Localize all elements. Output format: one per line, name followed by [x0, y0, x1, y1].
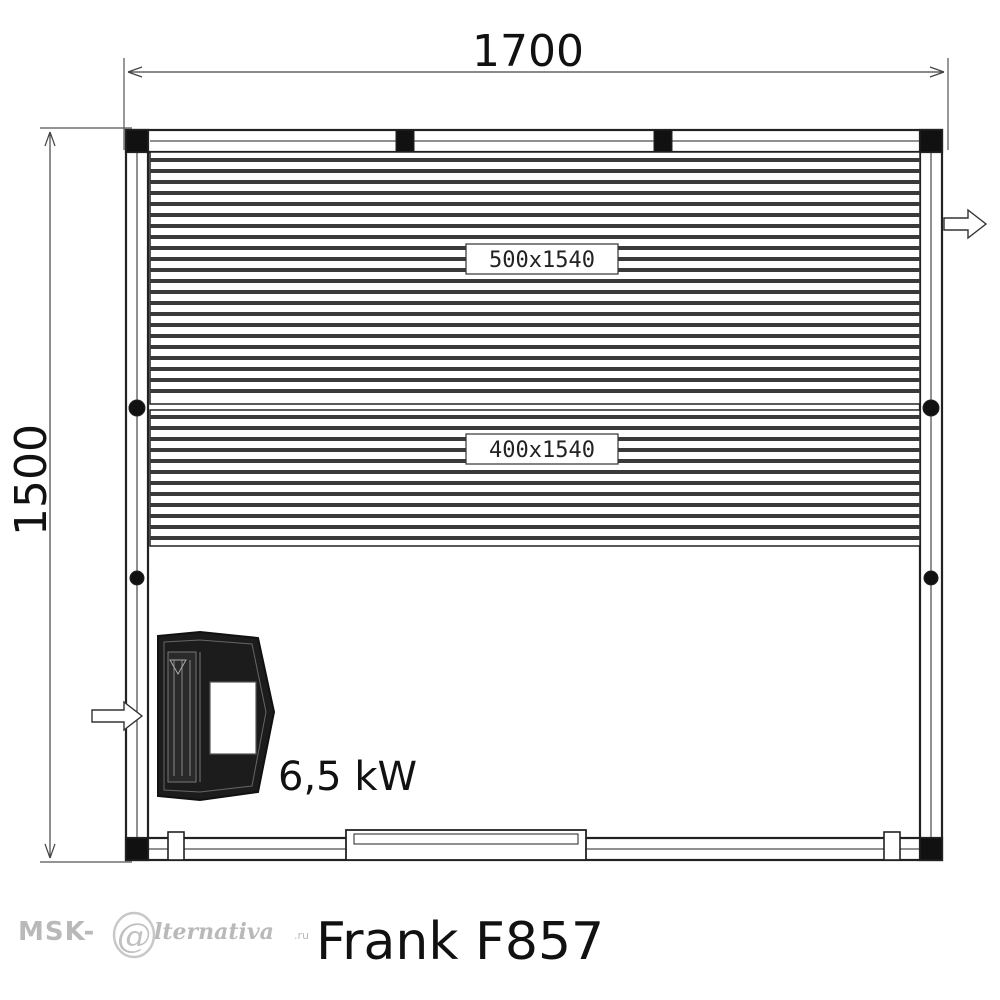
at-sign-icon: @	[112, 911, 156, 959]
height-label: 1500	[6, 424, 57, 536]
bench-slat	[150, 536, 920, 540]
model-title: Frank F857	[316, 912, 605, 972]
bench-slat	[150, 378, 920, 382]
lower-bench: 400x1540	[149, 409, 921, 547]
bench-slat	[150, 180, 920, 184]
bench-slat	[150, 470, 920, 474]
bench-slat	[150, 323, 920, 327]
bench-slat	[150, 202, 920, 206]
bench-slat	[150, 356, 920, 360]
upper-bench: 500x1540	[149, 151, 921, 405]
bench-slat	[150, 492, 920, 496]
bench-slat	[150, 279, 920, 283]
upper-bench-label: 500x1540	[489, 248, 595, 273]
bench-slat	[150, 224, 920, 228]
watermark-prefix: MSK-	[18, 917, 96, 947]
bench-slat	[150, 235, 920, 239]
bench-slat	[150, 191, 920, 195]
sauna-walls	[124, 128, 944, 862]
watermark-suffix: lternativa	[154, 919, 274, 945]
ventilation-outlet-arrow	[943, 208, 988, 240]
bench-slat	[150, 481, 920, 485]
width-dimension: 1700	[123, 26, 949, 150]
sauna-heater	[157, 630, 276, 802]
bench-slat	[150, 290, 920, 294]
bench-slat	[150, 503, 920, 507]
watermark-logo: MSK- @ lternativa .ru	[18, 905, 338, 965]
bench-slat	[150, 389, 920, 393]
bench-slat	[150, 525, 920, 529]
bench-slat	[150, 334, 920, 338]
bench-slat	[150, 426, 920, 430]
height-dimension: 1500	[6, 127, 132, 863]
ventilation-inlet-arrow	[91, 700, 144, 732]
svg-text:@: @	[117, 916, 151, 956]
watermark-tld: .ru	[294, 929, 309, 942]
bench-slat	[150, 312, 920, 316]
bench-slat	[150, 213, 920, 217]
lower-bench-label: 400x1540	[489, 438, 595, 463]
bench-slat	[150, 169, 920, 173]
bench-slat	[150, 345, 920, 349]
bench-slat	[150, 301, 920, 305]
bench-slat	[150, 158, 920, 162]
width-label: 1700	[472, 26, 584, 77]
bench-slat	[150, 367, 920, 371]
bench-slat	[150, 415, 920, 419]
heater-power-label: 6,5 kW	[278, 754, 417, 800]
bench-slat	[150, 514, 920, 518]
